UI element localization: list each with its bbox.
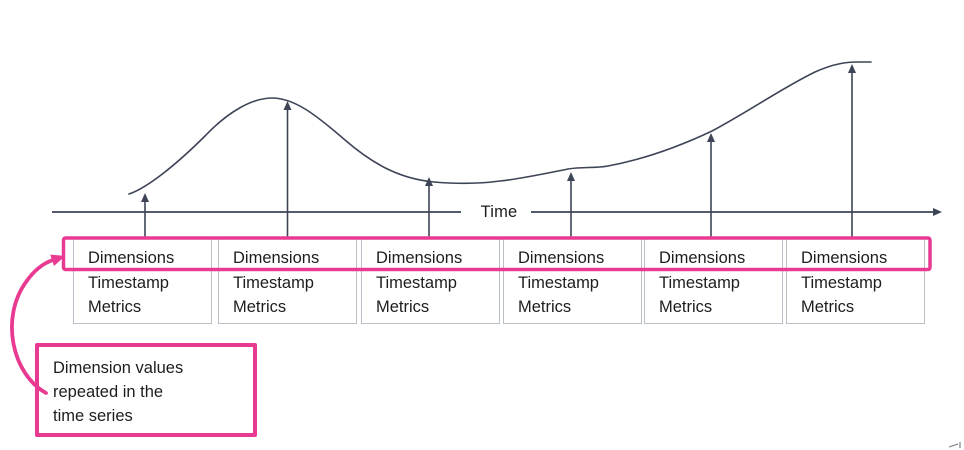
record-metrics: Metrics [233, 298, 287, 316]
record-dimensions: Dimensions [801, 249, 888, 267]
record-metrics: Metrics [518, 298, 572, 316]
record-box-2: Dimensions Timestamp Metrics [218, 238, 357, 324]
record-box-5: Dimensions Timestamp Metrics [644, 238, 783, 324]
record-dimensions: Dimensions [88, 249, 175, 267]
record-timestamp: Timestamp [518, 273, 599, 292]
callout-box: Dimension values repeated in the time se… [35, 343, 257, 437]
time-axis-label: Time [480, 203, 518, 221]
record-dimensions: Dimensions [233, 249, 320, 267]
time-series-curve [128, 61, 872, 195]
record-timestamp: Timestamp [88, 273, 169, 292]
record-dimensions: Dimensions [518, 249, 605, 267]
record-box-4: Dimensions Timestamp Metrics [503, 238, 642, 324]
record-box-3: Dimensions Timestamp Metrics [361, 238, 500, 324]
record-dimensions: Dimensions [376, 249, 463, 267]
record-dimensions: Dimensions [659, 249, 746, 267]
record-metrics: Metrics [659, 298, 713, 316]
record-timestamp: Timestamp [376, 273, 457, 292]
record-metrics: Metrics [88, 298, 142, 316]
record-timestamp: Timestamp [233, 273, 314, 292]
cropped-artifact [948, 442, 961, 448]
callout-line: repeated in the [53, 383, 164, 401]
record-metrics: Metrics [376, 298, 430, 316]
record-box-6: Dimensions Timestamp Metrics [786, 238, 925, 324]
record-timestamp: Timestamp [801, 273, 882, 292]
callout-line: Dimension values [53, 359, 184, 377]
record-timestamp: Timestamp [659, 273, 740, 292]
callout-line: time series [53, 407, 133, 425]
record-metrics: Metrics [801, 298, 855, 316]
record-box-1: Dimensions Timestamp Metrics [73, 238, 212, 324]
